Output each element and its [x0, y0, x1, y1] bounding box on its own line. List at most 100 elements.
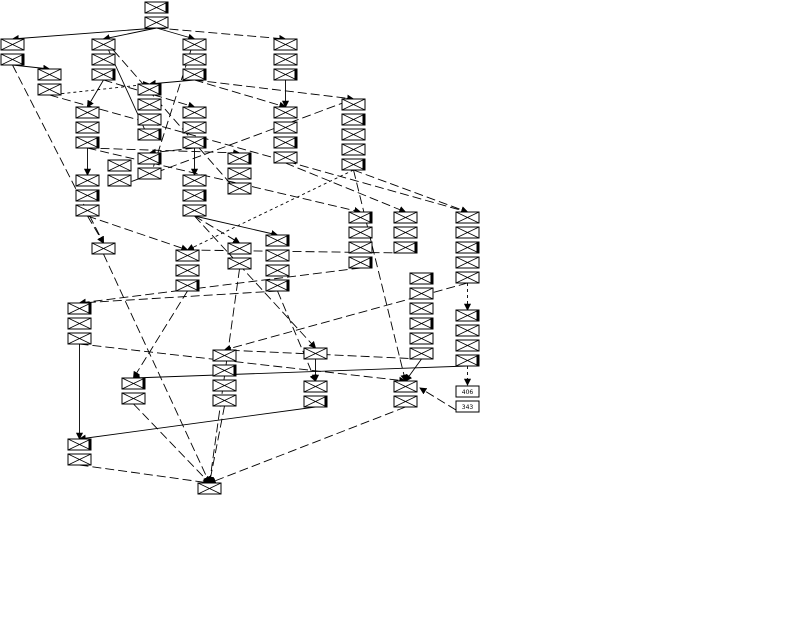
- edge-arrow: [49, 81, 151, 96]
- diagram-node: [273, 121, 298, 134]
- diagram-node: [182, 121, 207, 134]
- diagram-node: [409, 272, 434, 285]
- diagram-node: [75, 204, 100, 217]
- diagram-node: [341, 158, 366, 171]
- diagram-node: [227, 257, 252, 270]
- diagram-node: [341, 143, 366, 156]
- diagram-node: [455, 354, 480, 367]
- edges-layer: [11, 27, 472, 486]
- diagram-node: [144, 1, 169, 14]
- edge-arrow: [208, 406, 406, 485]
- diagram-node: [137, 98, 162, 111]
- edge-arrow: [194, 215, 241, 244]
- edge-arrow: [87, 215, 104, 244]
- diagram-node: [341, 98, 366, 111]
- diagram-node: [455, 309, 480, 322]
- diagram-node: [67, 302, 92, 315]
- diagram-node: [455, 226, 480, 239]
- edge-arrow: [11, 27, 157, 43]
- diagram-node-n406: 406: [455, 385, 480, 398]
- diagram-node: [348, 241, 373, 254]
- edge-arrow: [12, 64, 104, 244]
- diagram-node: [121, 392, 146, 405]
- diagram-node: [393, 226, 418, 239]
- edge-arrow: [49, 94, 469, 214]
- edge-arrow: [87, 79, 104, 108]
- diagram-node: [182, 106, 207, 119]
- diagram-node: [75, 106, 100, 119]
- diagram-node: [393, 211, 418, 224]
- edge-arrow: [79, 464, 211, 486]
- node-label: 343: [462, 404, 474, 411]
- diagram-node: [107, 174, 132, 187]
- diagram-node: [182, 136, 207, 149]
- diagram-node: [303, 395, 328, 408]
- diagram-node: [212, 364, 237, 377]
- diagram-node: [348, 211, 373, 224]
- diagram-node: [144, 16, 169, 29]
- diagram-node: [409, 317, 434, 330]
- node-label: 406: [462, 389, 474, 396]
- edge-arrow: [132, 365, 468, 382]
- diagram-node: [303, 380, 328, 393]
- diagram-node: [175, 249, 200, 262]
- edge-arrow: [194, 79, 355, 102]
- edge-arrow: [194, 215, 279, 238]
- diagram-node: [182, 189, 207, 202]
- diagram-node: [182, 68, 207, 81]
- diagram-node: [182, 204, 207, 217]
- diagram-node: [265, 279, 290, 292]
- diagram-node: [137, 113, 162, 126]
- diagram-node: [137, 128, 162, 141]
- diagram-node: [409, 332, 434, 345]
- diagram-node: [67, 317, 92, 330]
- edge-arrow: [148, 147, 195, 156]
- diagram-node: [212, 379, 237, 392]
- diagram-node: [227, 167, 252, 180]
- diagram-node: [227, 182, 252, 195]
- diagram-node: [227, 152, 252, 165]
- diagram-node: [409, 287, 434, 300]
- edge-arrow: [186, 169, 354, 251]
- edge-arrow: [404, 358, 422, 382]
- diagram-node: [341, 113, 366, 126]
- diagram-node: [75, 121, 100, 134]
- edge-arrow: [133, 290, 188, 379]
- diagram-node: [37, 83, 62, 96]
- diagram-node: [212, 349, 237, 362]
- diagram-node: [341, 128, 366, 141]
- diagram-node: [75, 136, 100, 149]
- edge-arrow: [353, 169, 469, 214]
- diagram-node: [455, 256, 480, 269]
- diagram-node: [91, 242, 116, 255]
- diagram-node: [455, 339, 480, 352]
- diagram-node: [273, 136, 298, 149]
- diagram-node: [182, 174, 207, 187]
- edge-arrow: [12, 64, 51, 72]
- diagram-node: [393, 241, 418, 254]
- diagram-node: [182, 38, 207, 51]
- diagram-node: [75, 189, 100, 202]
- diagram-node: [137, 152, 162, 165]
- diagram-node: [175, 264, 200, 277]
- edge-arrow: [156, 27, 287, 43]
- diagram-node: [455, 324, 480, 337]
- diagram-node: [455, 271, 480, 284]
- diagram-node: [273, 68, 298, 81]
- diagram-node: [455, 211, 480, 224]
- diagram-node: [175, 279, 200, 292]
- edge-arrow: [102, 27, 157, 42]
- edge-arrow: [285, 162, 407, 213]
- diagram-node-n343: 343: [455, 400, 480, 413]
- diagram-node: [409, 347, 434, 360]
- edge-arrow: [103, 253, 211, 484]
- diagram-node: [265, 264, 290, 277]
- diagram-node: [67, 453, 92, 466]
- nodes-layer: 406 343: [0, 1, 480, 495]
- edge-arrow: [78, 406, 316, 442]
- edge-arrow: [156, 27, 196, 41]
- diagram-node: [91, 68, 116, 81]
- diagram-node: [75, 174, 100, 187]
- diagram-node: [37, 68, 62, 81]
